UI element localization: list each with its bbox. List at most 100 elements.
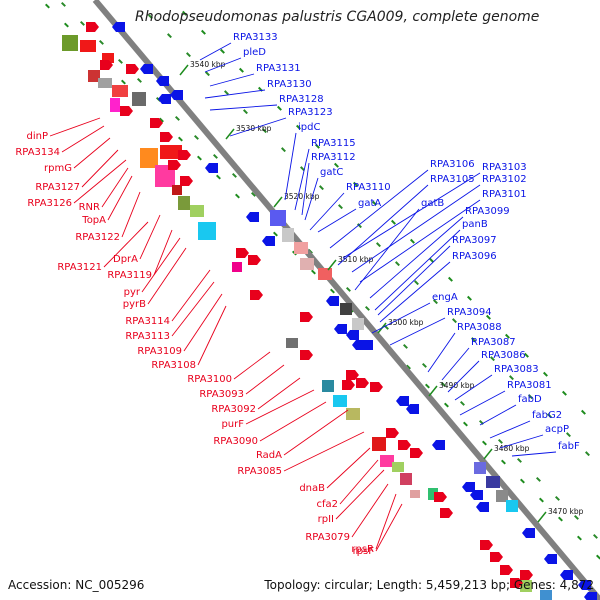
gene-feature [294, 242, 308, 254]
forward-gene-arrow [398, 440, 411, 450]
reverse-gene-arrow [470, 490, 483, 500]
gene-feature [410, 490, 420, 498]
reverse-gene-arrow [158, 94, 171, 104]
gc-dot [159, 117, 164, 123]
tick-label: 3480 kbp [494, 444, 530, 453]
forward-gene-arrow [178, 150, 191, 160]
gene-label-enga: engA [432, 292, 458, 303]
gene-label-rpa3100: RPA3100 [187, 374, 232, 385]
gene-label-fabg2: fabG2 [532, 410, 562, 421]
gc-dot [508, 375, 514, 381]
reverse-gene-arrow [140, 64, 153, 74]
gene-label-dnab: dnaB [299, 483, 325, 494]
gc-dot [585, 451, 590, 457]
gc-dot [64, 22, 69, 28]
tick-label: 3520 kbp [284, 192, 320, 201]
leader-line [447, 360, 480, 393]
gc-dot [118, 58, 123, 64]
gene-feature [322, 380, 334, 392]
gc-dot [45, 3, 50, 9]
gc-dot [576, 535, 582, 541]
forward-gene-arrow [346, 370, 359, 380]
leader-line [379, 261, 451, 323]
gc-dot [372, 200, 377, 206]
tick-mark [327, 259, 337, 271]
forward-gene-arrow [126, 64, 139, 74]
gc-dot [364, 305, 370, 311]
gene-label-rpa3115: RPA3115 [311, 138, 356, 149]
gc-dot [481, 440, 487, 446]
leader-line [454, 374, 493, 401]
gc-dot [485, 314, 491, 320]
forward-gene-arrow [180, 176, 193, 186]
gc-dot [212, 153, 218, 159]
gene-label-rpa3096: RPA3096 [452, 251, 497, 262]
gene-feature [102, 53, 114, 63]
leader-line [229, 117, 287, 137]
forward-gene-arrow [434, 492, 447, 502]
leader-line [73, 159, 127, 204]
leader-line [81, 149, 119, 188]
gene-label-fabf: fabF [558, 441, 580, 452]
gc-dot [220, 48, 225, 54]
leader-line [301, 162, 310, 216]
gc-dot [311, 269, 316, 275]
gene-label-rpa3101: RPA3101 [482, 189, 527, 200]
gc-dot [300, 166, 305, 172]
gc-dot [566, 432, 571, 438]
gene-feature [172, 185, 182, 195]
gene-label-rpa3085: RPA3085 [237, 466, 282, 477]
gene-feature [270, 210, 286, 226]
gene-label-rpa3131: RPA3131 [256, 63, 301, 74]
gc-dot [205, 71, 210, 77]
leader-line [375, 503, 403, 552]
genome-backbone [92, 0, 600, 600]
gc-dot [352, 181, 358, 187]
leader-line [499, 434, 544, 449]
gc-dot [536, 476, 541, 482]
gc-dot [500, 459, 506, 465]
leader-line [183, 293, 223, 352]
tick-mark [537, 511, 547, 523]
gene-label-rpa3110: RPA3110 [346, 182, 391, 193]
reverse-gene-arrow [432, 440, 445, 450]
leader-line [317, 208, 357, 233]
leader-line [101, 167, 129, 208]
leader-line [351, 483, 389, 538]
gene-label-rpa3113: RPA3113 [125, 331, 170, 342]
leader-line [351, 184, 481, 273]
gene-label-rpa3134: RPA3134 [15, 147, 60, 158]
gene-label-rpa3094: RPA3094 [447, 307, 492, 318]
gc-dot [424, 383, 430, 389]
forward-gene-arrow [250, 290, 263, 300]
forward-gene-arrow [386, 428, 399, 438]
gene-label-rpa3105: RPA3105 [430, 174, 475, 185]
right-gene-labels: RPA3133pleDRPA3131RPA3130RPA3128RPA3123i… [199, 32, 580, 457]
leader-line [153, 229, 173, 276]
gc-dot [429, 257, 434, 263]
gene-label-dinp: dinP [27, 131, 49, 142]
forward-gene-arrow [236, 248, 249, 258]
reverse-gene-arrow [334, 324, 347, 334]
leader-line [283, 431, 365, 472]
gc-dot [432, 299, 438, 305]
gene-label-rpa3126: RPA3126 [27, 198, 72, 209]
gene-label-rpa3122: RPA3122 [75, 232, 120, 243]
gc-dot [543, 371, 548, 377]
gc-dot [539, 497, 544, 503]
reverse-gene-arrow [246, 212, 259, 222]
leader-line [479, 404, 517, 426]
gene-label-rpsf: rpsF [353, 546, 375, 557]
gene-label-rnr: RNR [79, 202, 100, 213]
leader-line [233, 351, 271, 380]
gene-label-rpa3083: RPA3083 [494, 364, 539, 375]
accession-text: Accession: NC_005296 [8, 578, 145, 592]
leader-line [257, 377, 301, 410]
gene-feature [112, 85, 128, 97]
tick-label: 3490 kbp [439, 381, 475, 390]
forward-gene-arrow [440, 508, 453, 518]
leader-line [342, 172, 481, 259]
gc-dot [489, 356, 495, 362]
gene-feature [496, 490, 508, 502]
